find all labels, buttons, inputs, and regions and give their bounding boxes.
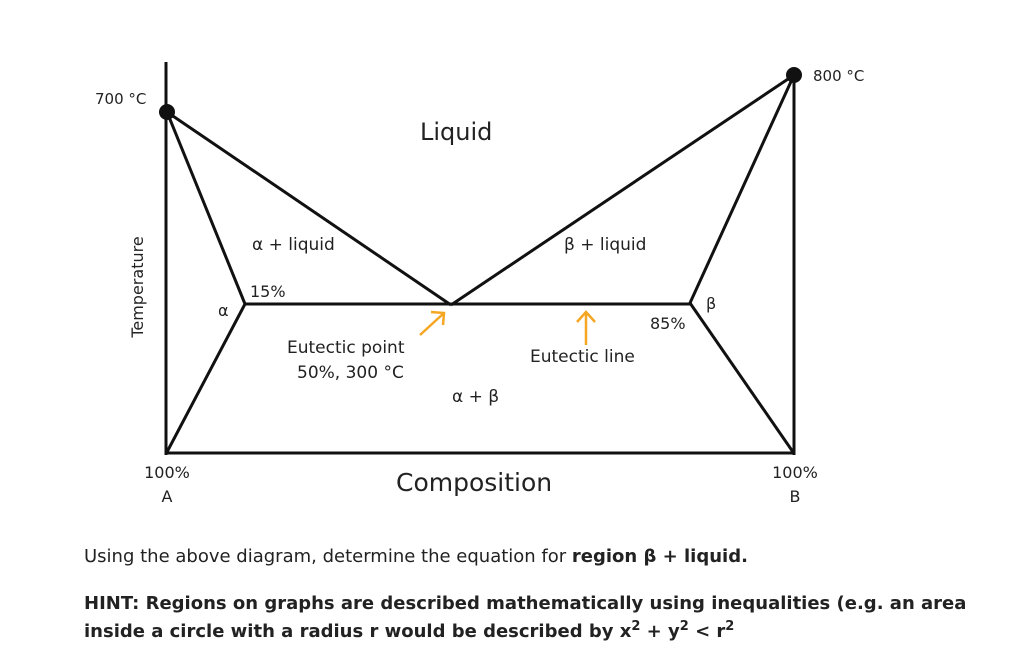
- liquid-region-label: Liquid: [420, 118, 492, 146]
- pct-85-label: 85%: [650, 314, 686, 333]
- beta-region-label: β: [706, 294, 716, 313]
- question-text: Using the above diagram, determine the e…: [84, 545, 984, 569]
- hint-part-2: + y: [640, 621, 680, 642]
- liquidus-left-line: [166, 110, 452, 307]
- phase-diagram: 700 °C 800 °C Temperature Liquid α + liq…: [95, 62, 864, 506]
- hint-sup-2: 2: [679, 619, 689, 634]
- melting-point-b-marker: [786, 67, 802, 83]
- question-prefix: Using the above diagram, determine the e…: [84, 546, 572, 567]
- hint-sup-1: 2: [631, 619, 641, 634]
- alpha-beta-region-label: α + β: [452, 387, 499, 407]
- solidus-left-line: [165, 111, 247, 305]
- solidus-right-line: [688, 74, 796, 304]
- x-axis-label: Composition: [396, 468, 552, 497]
- hint-sup-3: 2: [725, 619, 735, 634]
- melting-point-a-marker: [159, 104, 175, 120]
- eutectic-line-label: Eutectic line: [530, 347, 635, 367]
- temp-left-label: 700 °C: [95, 90, 146, 108]
- up-arrow-icon: [576, 310, 596, 345]
- left-component-label: A: [162, 487, 173, 506]
- hint-part-1: HINT: Regions on graphs are described ma…: [84, 593, 967, 642]
- question-bold-region: region β + liquid.: [571, 546, 748, 567]
- solvus-left-line: [165, 303, 247, 453]
- beta-liquid-region-label: β + liquid: [564, 235, 646, 255]
- right-component-label: B: [790, 487, 801, 506]
- alpha-liquid-region-label: α + liquid: [252, 235, 335, 255]
- right-percent-label: 100%: [772, 463, 818, 482]
- eutectic-point-value: 50%, 300 °C: [297, 363, 404, 383]
- hint-part-3: < r: [688, 621, 726, 642]
- liquidus-right-line: [450, 73, 795, 307]
- hint-text: HINT: Regions on graphs are described ma…: [84, 590, 984, 646]
- eutectic-point-label: Eutectic point: [287, 338, 405, 358]
- pct-15-label: 15%: [250, 282, 286, 301]
- up-right-arrow-icon: [419, 310, 446, 336]
- y-axis-label: Temperature: [128, 236, 147, 338]
- alpha-region-label: α: [218, 301, 229, 320]
- temp-right-label: 800 °C: [813, 67, 864, 85]
- solvus-right-line: [688, 302, 795, 453]
- left-percent-label: 100%: [144, 463, 190, 482]
